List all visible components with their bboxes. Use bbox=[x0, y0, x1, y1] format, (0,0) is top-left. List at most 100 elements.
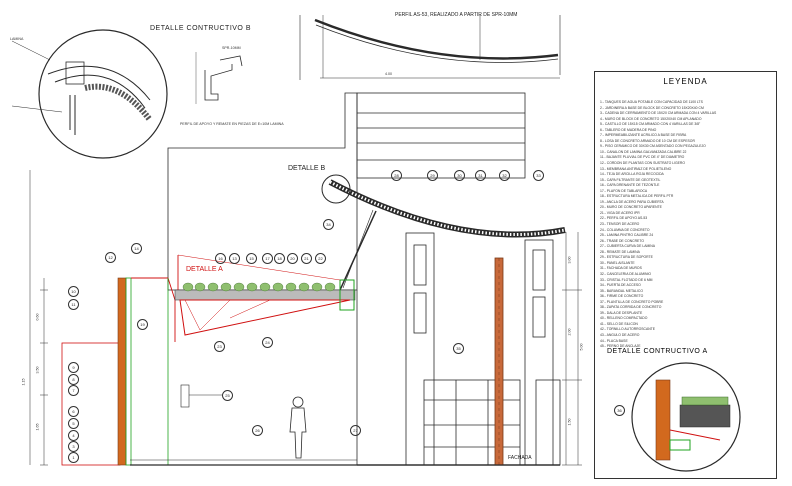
dim-right-4: 1.50 bbox=[567, 418, 572, 426]
callout-14: 14 bbox=[131, 243, 142, 254]
callout-1: 1 bbox=[68, 452, 79, 463]
legend-item: 10.- CANALON DE LAMINA GALVANIZADA CALIB… bbox=[600, 149, 687, 154]
dim-right-3: 5.00 bbox=[579, 343, 584, 351]
callout-10: 10 bbox=[68, 286, 79, 297]
lamina-label: LAMINA bbox=[10, 37, 24, 41]
callout-16: 16 bbox=[215, 253, 226, 264]
detalle-a-title: DETALLE CONTRUCTIVO A bbox=[607, 348, 708, 355]
legend-item: 25.- LAMINA PINTRO CALIBRE 24 bbox=[600, 233, 654, 238]
legend-item: 26.- TRABE DE CONCRETO bbox=[600, 238, 644, 243]
callout-8: 8 bbox=[68, 374, 79, 385]
callout-19: 19 bbox=[137, 319, 148, 330]
callout-12: 12 bbox=[105, 252, 116, 263]
legend-item: 3.- CADENA DE CERRAMIENTO DE 15X20 CM AR… bbox=[600, 111, 717, 116]
legend-item: 31.- FACHADA DE MUROS bbox=[600, 266, 642, 271]
legend-item: 23.- TENSOR DE ACERO bbox=[600, 222, 640, 227]
callout-11: 11 bbox=[68, 299, 79, 310]
callout-25: 25 bbox=[222, 390, 233, 401]
perfil-caption: PERFIL DE APOYO Y REMATE EN PIEZAS DE E=… bbox=[180, 122, 284, 126]
dim-left-1: 0.60 bbox=[35, 313, 40, 321]
legend-item: 34.- PUERTA DE ACCESO bbox=[600, 283, 641, 288]
detalle-b-title: DETALLE CONTRUCTIVO B bbox=[150, 25, 251, 32]
callout-27: 27 bbox=[350, 425, 361, 436]
legend-item: 30.- PANEL AISLANTE bbox=[600, 260, 635, 265]
callout-6: 6 bbox=[68, 406, 79, 417]
detalle-b-label: DETALLE B bbox=[288, 165, 326, 172]
callout-13: 13 bbox=[229, 253, 240, 264]
callout-26: 26 bbox=[252, 425, 263, 436]
callout-3: 3 bbox=[68, 441, 79, 452]
callout-22: 22 bbox=[315, 253, 326, 264]
legend-item: 36.- FIRME DE CONCRETO bbox=[600, 294, 644, 299]
dim-left-2: 3.50 bbox=[35, 366, 40, 374]
extinguisher bbox=[180, 384, 222, 408]
callout-30: 30 bbox=[454, 170, 465, 181]
legend-item: 2.- JARDINERA A BASE DE BLOCK DE CONCRET… bbox=[600, 105, 704, 110]
callout-34: 34 bbox=[323, 219, 334, 230]
callout-35: 35 bbox=[453, 343, 464, 354]
dim-right-2: 2.00 bbox=[567, 328, 572, 336]
dim-left-4: 1.15 bbox=[21, 378, 26, 386]
legend-item: 43.- ANGULO DE ACERO bbox=[600, 332, 640, 337]
legend-item: 40.- RELLENO COMPACTADO bbox=[600, 316, 648, 321]
fachada-label: FACHADA bbox=[508, 455, 532, 461]
callout-7: 7 bbox=[68, 385, 79, 396]
perfil-title: PERFIL AS-53, REALIZADO A PARTIR DE SPR-… bbox=[395, 12, 518, 18]
building-facade bbox=[167, 92, 561, 466]
legend-item: 5.- CASTILLO DE 15X15 CM ARMADO CON 4 VA… bbox=[600, 122, 701, 127]
callout-24: 24 bbox=[262, 337, 273, 348]
profile-detail bbox=[195, 52, 243, 104]
dim-left-3: 1.65 bbox=[35, 423, 40, 431]
detalle-a-label: DETALLE A bbox=[186, 266, 223, 273]
legend-item: 20.- MURO DE CONCRETO APARENTE bbox=[600, 205, 662, 210]
callout-29: 29 bbox=[427, 170, 438, 181]
legend-item: 24.- COLUMNA DE CONCRETO bbox=[600, 227, 650, 232]
legend-item: 28.- REMATE DE LAMINA bbox=[600, 249, 640, 254]
callout-4: 4 bbox=[68, 430, 79, 441]
legend-item: 37.- PLANTILLA DE CONCRETO POBRE bbox=[600, 299, 664, 304]
dimension-lines bbox=[29, 170, 582, 466]
legend-item: 33.- CRISTAL FLOTADO DE 6 MM bbox=[600, 277, 653, 282]
callout-36: 36 bbox=[614, 405, 625, 416]
legend-item: 19.- ANCLA DE ACERO PARA CUBIERTA bbox=[600, 199, 664, 204]
roof-profile bbox=[299, 15, 561, 80]
dim-right-1: 3.00 bbox=[567, 256, 572, 264]
legend-item: 11.- BAJANTE PLUVIAL DE PVC DE 4" DE DIA… bbox=[600, 155, 685, 160]
legend-item: 14.- TEJA DE ARCILLA ROJA RECOCIDA bbox=[600, 172, 664, 177]
detalle-b-circle bbox=[11, 29, 168, 159]
legend-item: 27.- CUBIERTA CURVA DE LAMINA bbox=[600, 244, 655, 249]
legend-item: 32.- CANCELERIA DE ALUMINIO bbox=[600, 271, 652, 276]
legend-item: 35.- BARANDAL METALICO bbox=[600, 288, 643, 293]
legend-item: 6.- TABLERO DE MADERA DE PINO bbox=[600, 127, 657, 132]
legend-panel: LEYENDA 1.- TANQUES DE AGUA POTABLE CON … bbox=[594, 71, 777, 479]
legend-item: 17.- PLAFON DE TABLAROCA bbox=[600, 188, 648, 193]
legend-item: 42.- TORNILLO AUTORROSCANTE bbox=[600, 327, 656, 332]
legend-item: 4.- MURO DE BLOCK DE CONCRETO 15X20X40 C… bbox=[600, 116, 702, 121]
human-figure bbox=[289, 396, 307, 459]
callout-28: 28 bbox=[391, 170, 402, 181]
left-section bbox=[61, 254, 560, 466]
callout-20: 20 bbox=[287, 253, 298, 264]
legend-item: 29.- ESTRUCTURA DE SOPORTE bbox=[600, 255, 653, 260]
callout-23: 23 bbox=[214, 341, 225, 352]
legend-item: 13.- MEMBRANA ANTIRAIZ DE POLIETILENO bbox=[600, 166, 672, 171]
callout-32: 32 bbox=[499, 170, 510, 181]
callout-17: 17 bbox=[262, 253, 273, 264]
roof-garden-plants bbox=[182, 282, 336, 292]
legend-item: 39.- DALA DE DESPLANTE bbox=[600, 310, 643, 315]
callout-31: 31 bbox=[475, 170, 486, 181]
callout-33: 33 bbox=[533, 170, 544, 181]
perfil-small-label: SPR-10MM bbox=[222, 46, 241, 50]
legend-item: 8.- LOSA DE CONCRETO ARMADO DE 10 CM DE … bbox=[600, 138, 695, 143]
legend-item: 15.- CAPA FILTRANTE DE GEOTEXTIL bbox=[600, 177, 661, 182]
legend-item: 41.- SELLO DE SILICON bbox=[600, 321, 638, 326]
legend-item: 1.- TANQUES DE AGUA POTABLE CON CAPACIDA… bbox=[600, 100, 703, 104]
detalle-a-circle bbox=[631, 362, 741, 472]
legend-item: 18.- ESTRUCTURA METALICA DE PERFIL PTR bbox=[600, 194, 674, 199]
legend-item: 21.- VIGA DE ACERO IPR bbox=[600, 210, 640, 215]
callout-18: 18 bbox=[274, 253, 285, 264]
callout-15: 15 bbox=[246, 253, 257, 264]
curved-canopy bbox=[321, 174, 566, 291]
dim-top: 4.00 bbox=[385, 72, 392, 76]
